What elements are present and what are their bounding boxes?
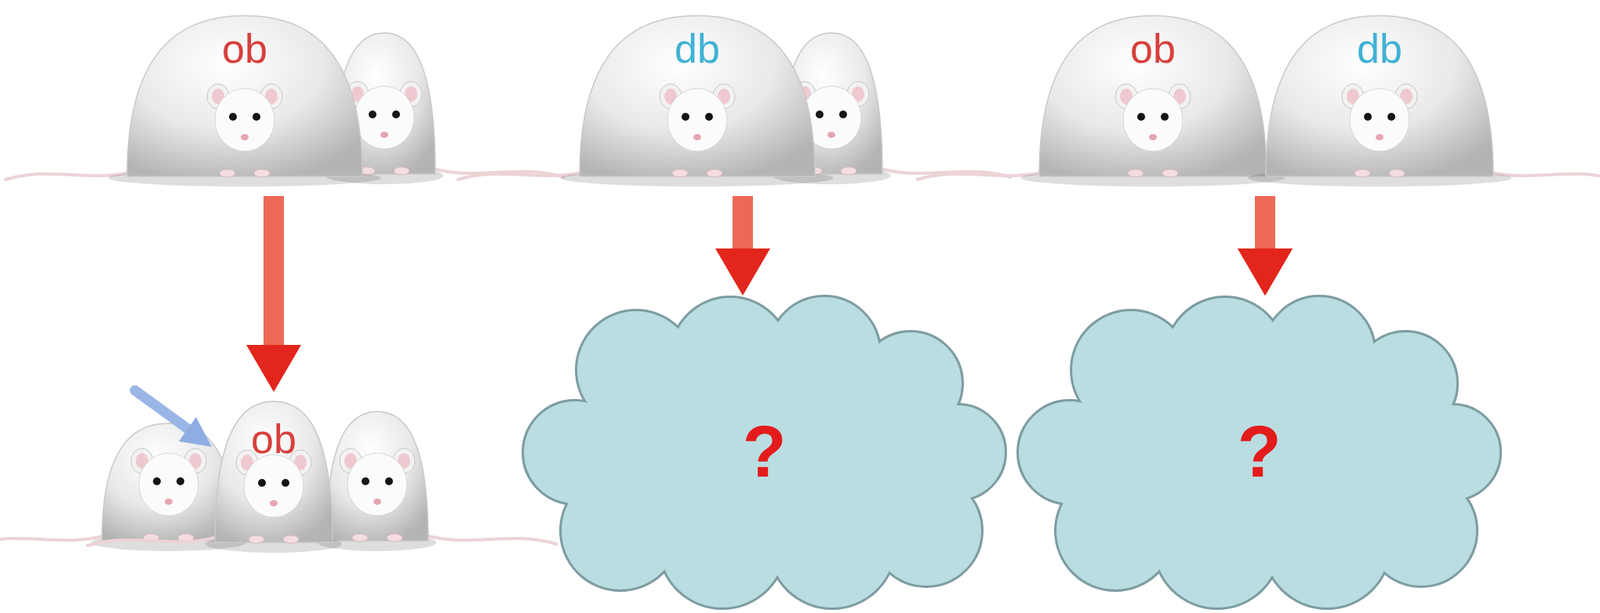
- mouse-foot: [283, 535, 299, 544]
- mouse-nose: [240, 134, 249, 141]
- mouse-foot: [840, 167, 857, 175]
- result-arrow: [263, 196, 284, 346]
- mouse-eye: [258, 479, 266, 488]
- result-arrow: [732, 196, 753, 249]
- mouse-face: [1123, 88, 1183, 152]
- mouse-eye: [252, 112, 261, 121]
- mouse-nose: [269, 500, 278, 507]
- mouse-illustration: [87, 401, 343, 553]
- mouse-eye: [1160, 112, 1169, 121]
- mouse-eye: [176, 477, 185, 486]
- mouse-foot: [248, 535, 265, 544]
- mouse-foot: [393, 167, 410, 175]
- mouse-body: [1039, 15, 1267, 177]
- question-mark: ?: [1236, 412, 1281, 492]
- mouse-eye: [839, 110, 848, 119]
- genotype-label: db: [1265, 26, 1494, 72]
- mouse-illustration: [1247, 15, 1600, 187]
- mouse-eye: [281, 479, 290, 488]
- cloud-outline: [777, 358, 966, 547]
- mouse-face: [1349, 88, 1410, 152]
- mouse-body: [127, 15, 363, 177]
- result-cloud: ?: [1013, 295, 1506, 610]
- mouse-nose: [373, 498, 382, 506]
- mouse-nose: [693, 134, 702, 141]
- cloud-fill: [1272, 358, 1461, 547]
- mouse-eye: [385, 477, 393, 486]
- pointer-head: [178, 417, 212, 448]
- mouse-foot: [1162, 169, 1179, 178]
- mouse-node: ob: [1039, 15, 1267, 197]
- cloud-fill: [777, 358, 966, 547]
- mouse-face: [667, 88, 728, 152]
- mouse-nose: [1375, 134, 1384, 141]
- result-arrow: [1254, 196, 1276, 249]
- mouse-eye: [368, 110, 377, 119]
- mouse-eye: [152, 477, 161, 486]
- mouse-node: db: [583, 15, 811, 197]
- mouse-body: [1265, 15, 1494, 177]
- mouse-face: [138, 453, 199, 517]
- mouse-eye: [1363, 112, 1372, 121]
- result-cloud: ?: [518, 295, 1011, 610]
- cloud-outline: [1076, 358, 1265, 547]
- mouse-node: db: [1265, 15, 1494, 197]
- genotype-label: ob: [1039, 26, 1267, 72]
- mouse-eye: [681, 112, 690, 121]
- mouse-nose: [827, 131, 836, 139]
- mouse-face: [243, 454, 304, 518]
- mouse-eye: [392, 110, 400, 119]
- mouse-illustration: [5, 15, 382, 187]
- pointer-arrow: [134, 390, 212, 448]
- cloud-fill: [1076, 358, 1265, 547]
- mouse-foot: [706, 169, 723, 178]
- mouse-illustration: [917, 15, 1286, 187]
- mouse-tail: [423, 534, 557, 545]
- mouse-body: [579, 15, 815, 177]
- mouse-foot: [1389, 169, 1405, 178]
- mouse-eye: [1387, 112, 1396, 121]
- mouse-foot: [1354, 169, 1371, 178]
- mouse-nose: [380, 131, 389, 139]
- mouse-face: [214, 88, 275, 152]
- result-arrow: [1254, 196, 1276, 249]
- mouse-foot: [219, 169, 236, 178]
- mouse-face: [354, 86, 415, 150]
- mouse-node: ob: [130, 15, 359, 197]
- mouse-foot: [386, 534, 403, 542]
- genotype-label: ob: [214, 417, 333, 462]
- cloud-outline: [581, 358, 770, 547]
- mouse-face: [347, 453, 408, 517]
- genotype-label: ob: [130, 26, 359, 72]
- pointer-shaft: [134, 390, 190, 431]
- question-mark: ?: [741, 412, 786, 492]
- mouse-eye: [1137, 112, 1146, 121]
- mouse-node: ob: [214, 392, 333, 546]
- mouse-eye: [229, 112, 237, 121]
- mouse-nose: [164, 498, 173, 506]
- mouse-eye: [815, 110, 824, 119]
- mouse-eye: [705, 112, 713, 121]
- mouse-body: [214, 401, 333, 543]
- mouse-illustration: [458, 15, 834, 187]
- cloud-fill: [581, 358, 770, 547]
- mouse-nose: [1149, 134, 1157, 141]
- mouse-foot: [254, 169, 270, 178]
- genotype-label: db: [583, 26, 811, 72]
- mouse-eye: [361, 477, 370, 486]
- mouse-foot: [1127, 169, 1144, 178]
- mouse-foot: [352, 534, 368, 542]
- mouse-illustration: [318, 411, 557, 552]
- mouse-body: [326, 411, 429, 542]
- mouse-foot: [672, 169, 688, 178]
- mouse-tail: [87, 536, 222, 546]
- cloud-outline: [1272, 358, 1461, 547]
